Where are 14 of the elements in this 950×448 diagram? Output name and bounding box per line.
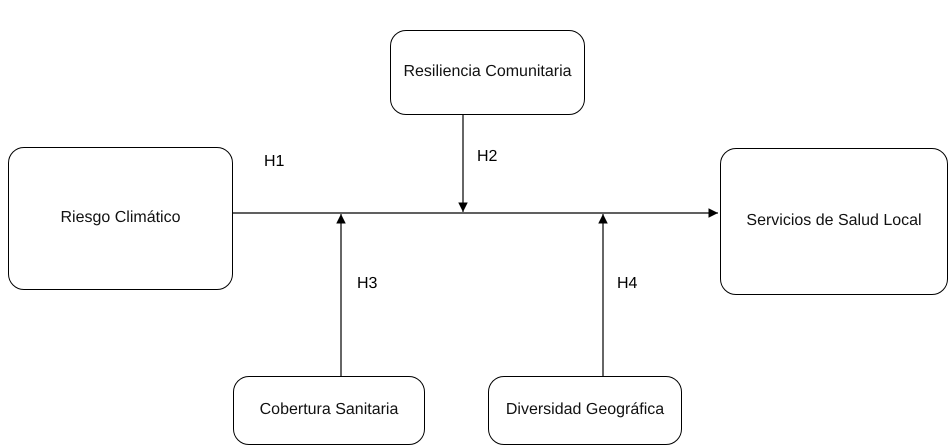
process-box bbox=[233, 376, 425, 445]
arrow bbox=[233, 208, 718, 218]
arrow bbox=[336, 214, 346, 376]
process-box bbox=[390, 30, 585, 115]
process-box bbox=[720, 148, 948, 295]
process-box bbox=[8, 147, 233, 290]
process-box bbox=[488, 376, 682, 445]
node-label: Cobertura Sanitaria bbox=[258, 400, 400, 420]
node-label: Diversidad Geográfica bbox=[504, 400, 666, 420]
node-label: Resiliencia Comunitaria bbox=[402, 62, 573, 82]
arrow bbox=[598, 214, 608, 376]
node-label: Servicios de Salud Local bbox=[745, 211, 923, 232]
arrow bbox=[458, 115, 468, 212]
node-label: Riesgo Climático bbox=[59, 208, 182, 228]
